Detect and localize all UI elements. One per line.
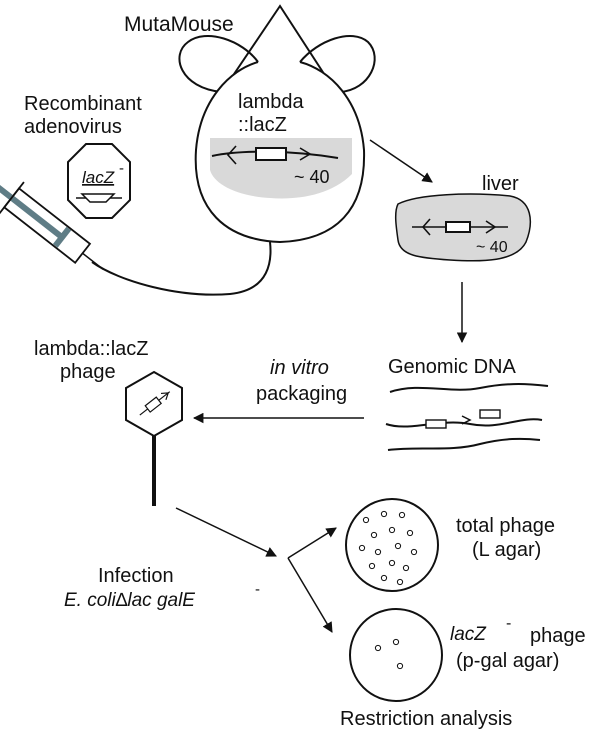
lambda-phage-figure: [125, 370, 183, 506]
total-phage-plaque: [398, 511, 406, 519]
adenovirus-figure: [67, 143, 131, 219]
dna-strand-2: [385, 418, 543, 428]
total-phage-plate-dish: [345, 498, 439, 592]
ecoli-genotype: lac galE: [127, 590, 195, 611]
lacz-phage-medium: (p-gal agar): [456, 650, 559, 672]
mutamouse-figure: [91, 4, 376, 296]
dna-lacz-box-2: [479, 409, 501, 419]
syringe-plunger-tip: [52, 226, 72, 248]
lacz-phage-plaque: [396, 662, 404, 670]
total-phage-plaque: [368, 562, 376, 570]
lacz-phage-label-word: phage: [530, 625, 586, 647]
phage-label-line1: lambda::lacZ: [34, 338, 149, 360]
arrow-to-total-plate: [287, 527, 337, 559]
adenovirus-capsid: [67, 143, 131, 219]
dna-arrow-icon: [461, 415, 472, 425]
phage-lacz-box: [144, 396, 163, 413]
recombinant-label-line1: Recombinant: [24, 93, 142, 115]
total-phage-plaque: [410, 548, 418, 556]
liver-copy-number: ~ 40: [476, 239, 508, 256]
arrow-phage-to-infection: [175, 507, 277, 557]
transgene-label-line1: lambda: [238, 91, 304, 113]
total-phage-plaque: [370, 531, 378, 539]
restriction-analysis-label: Restriction analysis: [340, 708, 512, 730]
lacz-phage-plate-dish: [349, 608, 443, 702]
lacz-phage-minus: -: [506, 615, 511, 632]
mouse-copy-number: ~ 40: [294, 167, 330, 187]
ecoli-species: E. coli: [64, 590, 117, 611]
total-phage-label-line2: (L agar): [472, 539, 541, 561]
mouse-tail: [91, 241, 272, 296]
total-phage-plaque: [362, 516, 370, 524]
adenovirus-lacz-label: lacZ: [82, 168, 115, 187]
liver-figure: [394, 193, 532, 262]
recombinant-label-line2: adenovirus: [24, 116, 122, 138]
adenovirus-lacz-minus: -: [119, 160, 124, 177]
lacz-phage-plaques: [374, 638, 404, 670]
phage-label-line2: phage: [60, 361, 116, 383]
mouse-right-ear: [299, 34, 376, 93]
total-phage-plaque: [396, 578, 404, 586]
liver-left-bracket-icon: [421, 218, 431, 236]
liver-lacz-box: [445, 221, 471, 233]
total-phage-label-line1: total phage: [456, 515, 555, 537]
ecoli-label: E. coli∆lac galE: [64, 590, 195, 611]
liver-label: liver: [482, 173, 519, 195]
total-phage-plaque: [394, 542, 402, 550]
flow-arrows: [175, 139, 468, 633]
in-vitro-label: in vitro: [270, 357, 329, 379]
dna-lacz-box-1: [425, 419, 447, 429]
dna-strand-1: [389, 383, 549, 393]
total-phage-plaque: [358, 544, 366, 552]
liver-right-arrow-icon: [485, 220, 497, 234]
infection-label: Infection: [98, 565, 174, 587]
total-phage-plate: [345, 498, 439, 592]
mouse-lacz-box: [255, 147, 287, 161]
arrow-to-lacz-plate: [287, 557, 333, 633]
lacz-phage-plaque: [374, 644, 382, 652]
arrow-mouse-to-liver: [369, 139, 433, 183]
dna-strand-3: [387, 437, 541, 451]
genomic-dna-figure: [385, 383, 549, 451]
adenovirus-insert: [80, 193, 116, 203]
mouse-left-bracket-icon: [226, 145, 237, 165]
total-phage-plaques: [358, 510, 418, 586]
mouse-head: [229, 4, 329, 81]
syringe-plunger: [0, 180, 64, 240]
phage-arrow-icon: [160, 392, 170, 400]
total-phage-plaque: [406, 529, 414, 537]
transgene-label-line2: ::lacZ: [238, 114, 287, 136]
mouse-transgene-region: [210, 138, 352, 199]
mutamouse-label: MutaMouse: [124, 13, 234, 36]
packaging-label: packaging: [256, 383, 347, 405]
genomic-dna-label: Genomic DNA: [388, 356, 516, 378]
total-phage-plaque: [388, 526, 396, 534]
mouse-left-ear: [178, 34, 259, 93]
lacz-phage-plaque: [392, 638, 400, 646]
ecoli-minus: -: [255, 581, 260, 598]
syringe-icon: [0, 180, 104, 270]
lacz-phage-plate: [349, 608, 443, 702]
lacz-phage-label: lacZ: [450, 624, 487, 645]
mouse-right-arrow-icon: [299, 147, 312, 161]
total-phage-plaque: [402, 564, 410, 572]
total-phage-plaque: [388, 559, 396, 567]
total-phage-plaque: [380, 574, 388, 582]
ecoli-delta: ∆: [116, 590, 128, 611]
syringe-needle: [82, 252, 104, 270]
total-phage-plaque: [374, 548, 382, 556]
syringe-grip: [0, 181, 25, 215]
total-phage-plaque: [380, 510, 388, 518]
